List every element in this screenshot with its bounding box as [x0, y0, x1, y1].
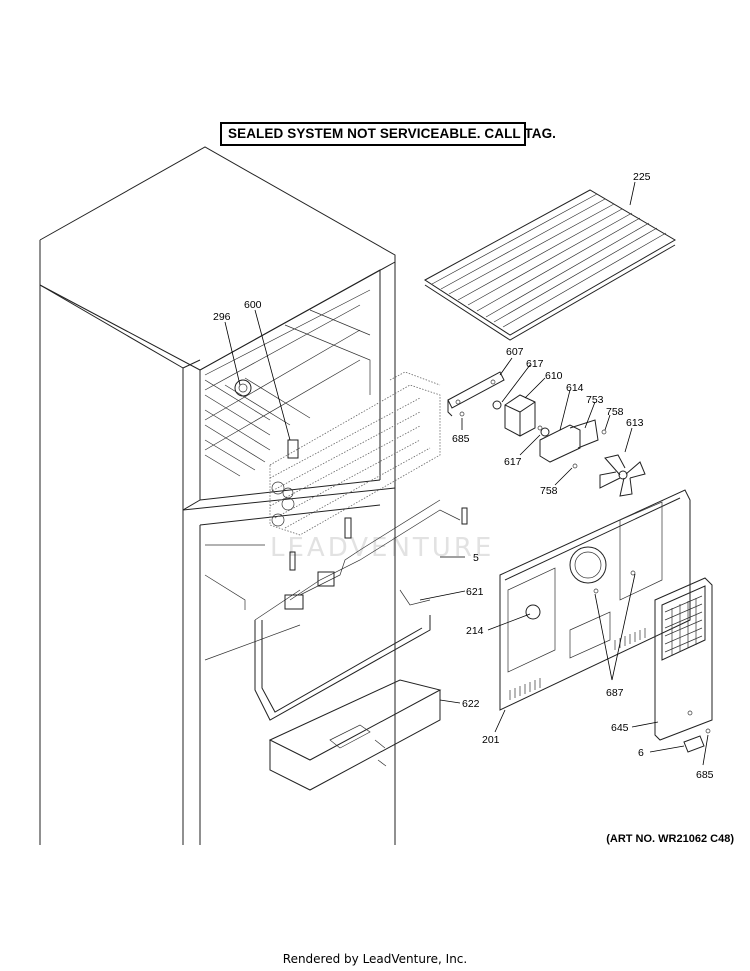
- callout-214: 214: [466, 625, 484, 637]
- callout-645: 645: [611, 722, 629, 734]
- render-credit: Rendered by LeadVenture, Inc.: [282, 952, 468, 966]
- evaporator-coil: [269, 371, 441, 536]
- callout-685-bottom: 685: [696, 769, 714, 781]
- fan-shroud-645: [654, 577, 713, 741]
- sealed-system-notice: SEALED SYSTEM NOT SERVICEABLE. CALL TAG.: [228, 126, 557, 141]
- fan-blade-613: [599, 454, 646, 497]
- callout-201: 201: [482, 734, 500, 746]
- thermostat-296: [234, 379, 252, 397]
- wire-shelf-225: [424, 189, 676, 341]
- callout-687: 687: [606, 687, 624, 699]
- callout-753: 753: [586, 394, 604, 406]
- motor-bracket-614: [539, 419, 607, 469]
- callout-685-top: 685: [452, 433, 470, 445]
- evaporator-cover-201: [499, 489, 691, 711]
- callout-610: 610: [545, 370, 563, 382]
- callout-613: 613: [626, 417, 644, 429]
- part-6: [683, 728, 711, 753]
- callout-621: 621: [466, 586, 484, 598]
- screws: [459, 411, 543, 431]
- callout-labels: 225 296 600 607 617 610 614 753 758 613 …: [213, 171, 714, 781]
- callout-5: 5: [473, 552, 479, 564]
- callout-758-bottom: 758: [540, 485, 558, 497]
- callout-600: 600: [244, 299, 262, 311]
- callout-617-bottom: 617: [504, 456, 522, 468]
- watermark: LEADVENTURE: [270, 533, 495, 563]
- callout-758-top: 758: [606, 406, 624, 418]
- sealed-system-notice-box: [220, 122, 526, 146]
- cabinet-drawing: [39, 146, 442, 845]
- callout-296: 296: [213, 311, 231, 323]
- fan-motor-610: [492, 394, 550, 437]
- callout-6: 6: [638, 747, 644, 759]
- bracket-607: [447, 371, 505, 417]
- callout-225: 225: [633, 171, 651, 183]
- callout-614: 614: [566, 382, 584, 394]
- callout-607: 607: [506, 346, 524, 358]
- defrost-heater-assembly: [254, 499, 468, 721]
- callout-617-top: 617: [526, 358, 544, 370]
- art-number: (ART NO. WR21062 C48): [606, 833, 734, 845]
- leader-lines: [224, 181, 709, 766]
- callout-622: 622: [462, 698, 480, 710]
